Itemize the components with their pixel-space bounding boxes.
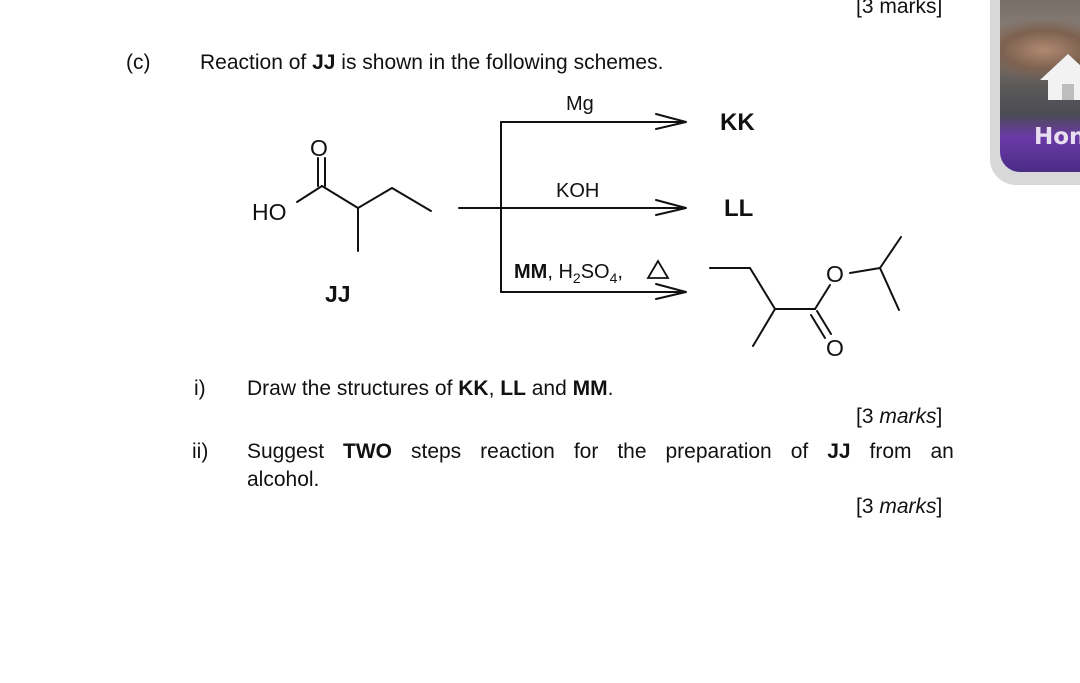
reagent-koh: KOH [556,180,599,202]
home-icon [1040,54,1080,100]
heat-icon [646,259,670,279]
jj-ho: HO [252,199,287,225]
part-ii-line1: Suggest TWO steps reaction for the prepa… [247,440,954,463]
ester-carbonyl-a [816,310,832,335]
part-ii-label: ii) [192,440,209,463]
ester-carbonyl-b [810,314,826,339]
reagent-mg: Mg [566,93,594,115]
product-kk: KK [720,109,755,136]
ester-bond-ipr-b [879,267,900,311]
ester-bond-o [814,284,831,310]
home-widget-label: Hon [1034,124,1080,150]
jj-bond-oh [296,185,323,203]
home-widget-thumbnail: Hon [1000,0,1080,172]
ester-bond-methyl [752,308,776,347]
ester-bond-oipr [849,267,881,274]
jj-bond-c2 [357,187,393,209]
arrow-1-head [655,113,687,130]
ester-o-carbonyl: O [826,335,844,361]
marks-top: [3 marks] [856,0,943,18]
part-ii-line2: alcohol. [247,468,320,491]
part-i-text: Draw the structures of KK, LL and MM. [247,377,614,400]
ester-o-ether: O [826,261,844,287]
floating-home-widget[interactable]: Hon [990,0,1080,185]
arrow-3-head [655,283,687,300]
question-text: Reaction of JJ is shown in the following… [200,51,664,74]
part-ii-marks: [3 marks] [856,495,943,518]
question-label: (c) [126,51,151,74]
arrow-2-head [655,199,687,216]
jj-bond-c3 [391,187,432,212]
part-i-label: i) [194,377,206,400]
reagent-mm-line: MM, H2SO4, [514,261,623,286]
jj-oxygen: O [310,135,328,161]
ester-bond-ipr-a [879,236,902,269]
reagent-mm: MM [514,261,547,283]
jj-bond-c1 [321,185,359,209]
question-jj: JJ [312,51,336,74]
ester-bond-a [749,267,776,310]
product-ll: LL [724,195,753,222]
jj-label: JJ [325,281,351,307]
part-i-marks: [3 marks] [856,405,943,428]
